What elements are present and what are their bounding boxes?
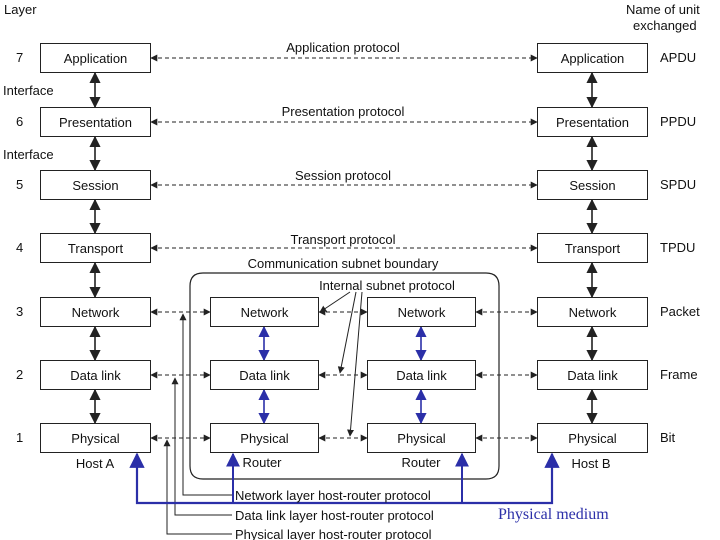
host-a-application-box: Application (40, 43, 151, 73)
application-protocol-label: Application protocol (286, 40, 400, 55)
router-2-network-box: Network (367, 297, 476, 327)
host-a-data-link-box: Data link (40, 360, 151, 390)
layer-number-4: 4 (16, 240, 24, 255)
subnet-boundary-label: Communication subnet boundary (247, 256, 439, 271)
router-1-label: Router (242, 455, 282, 470)
layer-header: Layer (4, 2, 37, 17)
host-b-transport-box: Transport (537, 233, 648, 263)
router-1-network-box: Network (210, 297, 319, 327)
host-b-session-box: Session (537, 170, 648, 200)
internal-protocol-pointer-1 (319, 291, 351, 313)
interface-label-7-6: Interface (3, 83, 54, 98)
physical-host-router-leader (163, 439, 232, 535)
unit-packet: Packet (660, 304, 700, 319)
layer-number-6: 6 (16, 114, 24, 129)
internal-protocol-pointer-3 (347, 291, 363, 437)
layer-number-2: 2 (16, 367, 24, 382)
host-a-transport-box: Transport (40, 233, 151, 263)
router-2-physical-box: Physical (367, 423, 476, 453)
transport-protocol-label: Transport protocol (290, 232, 396, 247)
host-b-application-box: Application (537, 43, 648, 73)
layer-number-1: 1 (16, 430, 24, 445)
network-host-router-leader (179, 313, 232, 496)
network-host-router-protocol-label: Network layer host-router protocol (235, 488, 431, 503)
layer-number-7: 7 (16, 50, 24, 65)
host-b-network-box: Network (537, 297, 648, 327)
data-link-host-router-leader (171, 377, 232, 516)
unit-spdu: SPDU (660, 177, 697, 192)
interface-label-6-5: Interface (3, 147, 54, 162)
host-a-label: Host A (75, 456, 115, 471)
host-a-session-box: Session (40, 170, 151, 200)
unit-bit: Bit (660, 430, 676, 445)
layer-number-3: 3 (16, 304, 24, 319)
physical-host-router-protocol-label: Physical layer host-router protocol (235, 527, 432, 540)
unit-header-line2: exchanged (633, 18, 697, 33)
host-a-physical-box: Physical (40, 423, 151, 453)
router-2-label: Router (401, 455, 441, 470)
unit-frame: Frame (660, 367, 698, 382)
host-b-label: Host B (571, 456, 611, 471)
session-protocol-label: Session protocol (294, 168, 392, 183)
host-b-data-link-box: Data link (537, 360, 648, 390)
physical-medium-line (129, 452, 560, 505)
router-1-physical-box: Physical (210, 423, 319, 453)
layer-number-5: 5 (16, 177, 24, 192)
internal-protocol-pointer-2 (337, 291, 357, 374)
presentation-protocol-label: Presentation protocol (281, 104, 405, 119)
internal-subnet-protocol-label: Internal subnet protocol (319, 278, 455, 293)
host-a-presentation-box: Presentation (40, 107, 151, 137)
physical-medium-label: Physical medium (498, 506, 609, 523)
unit-apdu: APDU (660, 50, 697, 65)
router-2-data-link-box: Data link (367, 360, 476, 390)
subnet-boundary-outline (189, 272, 500, 480)
unit-tpdu: TPDU (660, 240, 696, 255)
host-b-presentation-box: Presentation (537, 107, 648, 137)
host-a-network-box: Network (40, 297, 151, 327)
unit-ppdu: PPDU (660, 114, 697, 129)
data-link-host-router-protocol-label: Data link layer host-router protocol (235, 508, 434, 523)
router-1-data-link-box: Data link (210, 360, 319, 390)
unit-header-line1: Name of unit (626, 2, 700, 17)
host-b-physical-box: Physical (537, 423, 648, 453)
